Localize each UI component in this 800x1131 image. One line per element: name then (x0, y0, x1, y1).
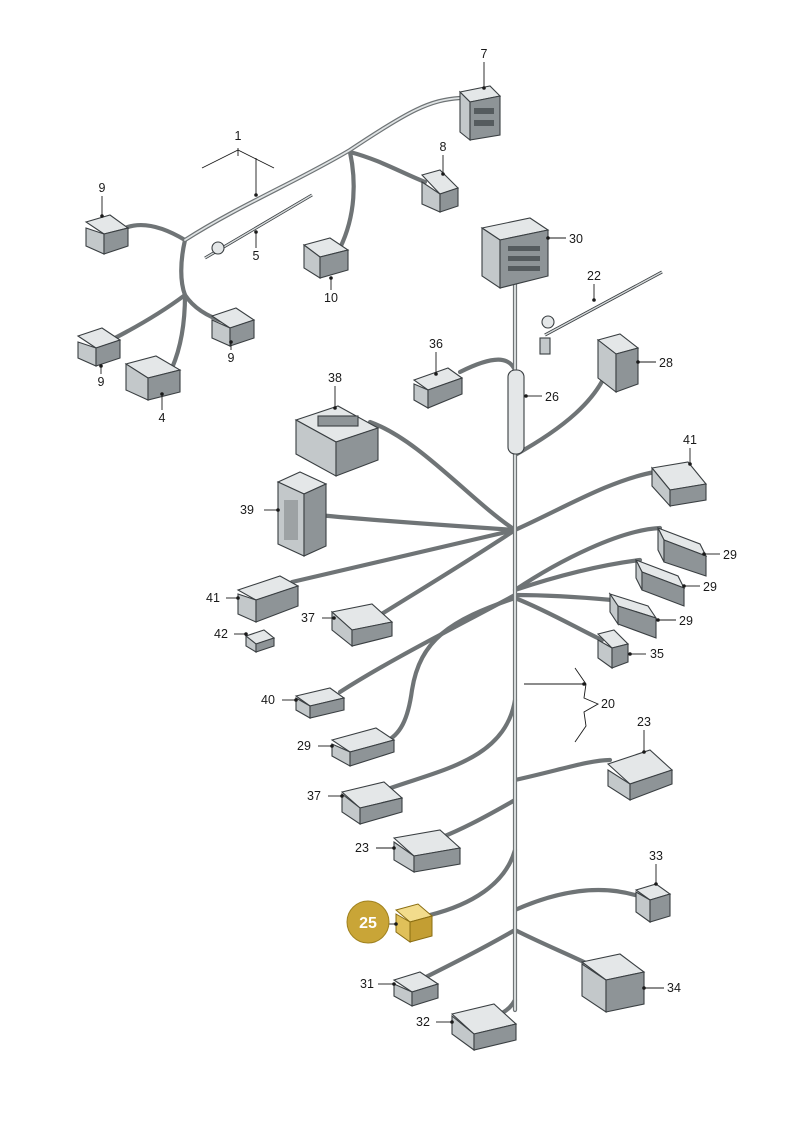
part-25-badge-text: 25 (359, 915, 377, 932)
connector-37-upper (330, 603, 394, 648)
connector-9-middle (210, 307, 256, 347)
protective-sleeve (507, 369, 525, 455)
part-25-badge[interactable]: 25 (346, 900, 390, 944)
part-label-32: 32 (416, 1015, 430, 1029)
connector-30 (480, 217, 550, 290)
part-label-33: 33 (649, 849, 663, 863)
part-label-20: 20 (601, 697, 615, 711)
connector-10 (302, 237, 350, 279)
part-label-42: 42 (214, 627, 228, 641)
connector-29-c (608, 592, 658, 639)
connector-28 (596, 333, 640, 394)
connector-29-a (656, 526, 708, 577)
part-label-23-left: 23 (355, 841, 369, 855)
part-label-9-lower: 9 (98, 375, 105, 389)
part-label-10: 10 (324, 291, 338, 305)
brace-20 (574, 667, 600, 743)
part-label-38: 38 (328, 371, 342, 385)
part-label-7: 7 (481, 47, 488, 61)
connector-9-upper (84, 214, 130, 255)
connector-23-right (606, 749, 674, 802)
part-label-37-lower: 37 (307, 789, 321, 803)
part-label-4: 4 (159, 411, 166, 425)
cable-tie-5 (204, 193, 313, 260)
main-harness-wires (289, 277, 663, 1021)
part-label-40: 40 (261, 693, 275, 707)
part-label-5: 5 (253, 249, 260, 263)
connector-8 (420, 169, 460, 213)
connector-35 (596, 629, 630, 670)
connector-33 (634, 883, 672, 924)
part-label-9-upper: 9 (99, 181, 106, 195)
connector-9-lower (76, 327, 122, 367)
part-label-1: 1 (235, 129, 242, 143)
part-label-30: 30 (569, 232, 583, 246)
part-label-29-a: 29 (723, 548, 737, 562)
part-label-29-d: 29 (297, 739, 311, 753)
connector-41-left (236, 575, 300, 623)
part-label-39: 39 (240, 503, 254, 517)
connector-38 (294, 405, 380, 477)
part-label-9-middle: 9 (228, 351, 235, 365)
connector-25-highlighted[interactable] (394, 903, 434, 943)
part-label-23-right: 23 (637, 715, 651, 729)
part-label-29-b: 29 (703, 580, 717, 594)
connector-41-right (650, 461, 708, 508)
connector-37-lower (340, 781, 404, 826)
part-label-36: 36 (429, 337, 443, 351)
connector-7 (458, 85, 502, 142)
connector-4 (124, 355, 182, 401)
connector-32 (450, 1003, 518, 1052)
part-label-28: 28 (659, 356, 673, 370)
connector-31 (392, 971, 440, 1007)
part-label-29-c: 29 (679, 614, 693, 628)
part-label-41-left: 41 (206, 591, 220, 605)
connector-23-left (392, 829, 462, 873)
part-labels: 7 1 8 9 5 10 9 9 4 30 22 28 36 26 38 41 … (98, 47, 737, 1029)
part-label-41-right: 41 (683, 433, 697, 447)
connector-42 (244, 629, 276, 653)
part-label-34: 34 (667, 981, 681, 995)
connector-34 (580, 953, 646, 1014)
connector-29-b (634, 558, 686, 607)
leader-lines (99, 62, 720, 1024)
connector-29-d (330, 727, 396, 767)
part-label-22: 22 (587, 269, 601, 283)
connector-36 (412, 367, 464, 409)
part-label-35: 35 (650, 647, 664, 661)
cable-tie-22 (539, 270, 663, 355)
part-label-37-upper: 37 (301, 611, 315, 625)
upper-harness-wires (112, 95, 463, 371)
part-label-8: 8 (440, 140, 447, 154)
connector-39 (276, 471, 328, 557)
part-25-badge-circle (346, 900, 390, 944)
connector-40 (294, 687, 346, 719)
part-label-31: 31 (360, 977, 374, 991)
part-label-26: 26 (545, 390, 559, 404)
